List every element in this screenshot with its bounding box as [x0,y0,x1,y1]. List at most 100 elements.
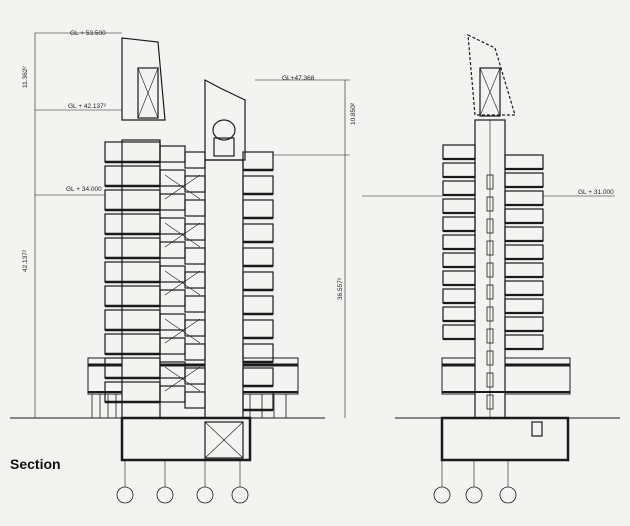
level-label-upper: GL + 42.137² [68,103,107,110]
dimension-label-1: 11.362² [22,66,29,88]
pit-cross-2 [204,421,244,459]
podium-right-b [504,357,571,395]
capsule-left-b0-8 [184,343,206,361]
podium-right [242,357,299,395]
capsule-left-b0-3 [184,223,206,241]
capsule-left-a2-7 [159,313,186,331]
grid-bubble-left-0 [116,486,134,504]
core-window-0 [486,174,494,190]
capsule-left-a2-4 [159,241,186,259]
level-label-top: GL + 53.500 [70,30,106,37]
capsule-left-a-3 [104,213,161,235]
brace-r-3 [164,318,201,344]
capsule-right-b-5 [504,244,544,260]
capsule-right-b-1 [504,172,544,188]
core-window-6 [486,306,494,322]
level-label-right-base: GL + 31.000 [578,189,614,196]
capsule-left-b-9 [242,367,274,387]
capsule-right-a-4 [442,216,476,232]
capsule-left-a-0 [104,141,161,163]
capsule-right-b-7 [504,280,544,296]
capsule-left-b-7 [242,319,274,339]
grid-bubble-right-1 [465,486,483,504]
core-window-9 [486,372,494,388]
capsule-right-b-4 [504,226,544,242]
core-shaft-left-b [204,159,244,419]
level-annotations [10,32,620,419]
capsule-left-b0-7 [184,319,206,337]
core-window-4 [486,262,494,278]
capsule-left-a2-2 [159,193,186,211]
podium-left [87,357,123,395]
capsule-left-b0-4 [184,247,206,265]
capsule-right-a-9 [442,306,476,322]
capsule-left-a2-1 [159,169,186,187]
capsule-right-b-10 [504,334,544,350]
capsule-left-a-5 [104,261,161,283]
capsule-right-b-0 [504,154,544,170]
roof-wedge-left-a [121,37,166,121]
level-label-mid-right: GL+47.368 [282,75,315,82]
section-title: Section [10,456,61,472]
capsule-right-a-0 [442,144,476,160]
capsule-right-b-3 [504,208,544,224]
dimension-label-2: 10.850² [350,102,357,125]
capsule-right-b-6 [504,262,544,278]
capsule-left-b0-10 [184,391,206,409]
core-window-3 [486,240,494,256]
water-tank-right [479,67,501,117]
capsule-left-b0-2 [184,199,206,217]
capsule-right-a-8 [442,288,476,304]
grid-bubble-right-2 [499,486,517,504]
capsule-left-b0-9 [184,367,206,385]
capsule-right-a-5 [442,234,476,250]
capsule-left-a-2 [104,189,161,211]
capsule-right-a-2 [442,180,476,196]
basement-right [440,416,570,462]
tank-brace-r2 [479,67,501,117]
grid-bubble-left-3 [231,486,249,504]
capsule-left-a2-0 [159,145,186,163]
capsule-left-b-0 [242,151,274,171]
grid-bubble-left-1 [156,486,174,504]
tank-base-left-b [213,137,235,157]
capsule-left-b0-0 [184,151,206,169]
core-window-7 [486,328,494,344]
core-shaft-left-a [121,139,161,419]
podium-right-a [441,357,476,395]
capsule-right-b-2 [504,190,544,206]
capsule-left-b-2 [242,199,274,219]
capsule-left-a2-3 [159,217,186,235]
capsule-left-a-9 [104,357,161,379]
capsule-right-a-7 [442,270,476,286]
capsule-right-a-6 [442,252,476,268]
capsule-left-b-6 [242,295,274,315]
capsule-left-b-8 [242,343,274,363]
capsule-left-b-3 [242,223,274,243]
level-label-base: GL + 34.000 [66,186,102,193]
brace-r-2 [164,270,201,296]
capsule-left-a2-10 [159,385,186,403]
capsule-left-a-6 [104,285,161,307]
water-tank-left-a [137,67,159,119]
capsule-left-b-10 [242,391,274,411]
capsule-right-a-3 [442,198,476,214]
basement-left [120,416,252,462]
capsule-right-b-9 [504,316,544,332]
brace-r-0 [164,174,201,200]
dimension-label-3: 42.137² [22,249,29,272]
core-window-10 [486,394,494,410]
capsule-left-b-5 [242,271,274,291]
brace-r-1 [164,222,201,248]
capsule-left-a2-6 [159,289,186,307]
capsule-right-a-10 [442,324,476,340]
roof-wedge-right [467,34,516,116]
basement-door-right [531,421,543,437]
capsule-left-a-1 [104,165,161,187]
core-window-2 [486,218,494,234]
capsule-left-b-1 [242,175,274,195]
capsule-left-a2-8 [159,337,186,355]
roof-wedge-left-b [204,79,246,161]
capsule-right-a-1 [442,162,476,178]
